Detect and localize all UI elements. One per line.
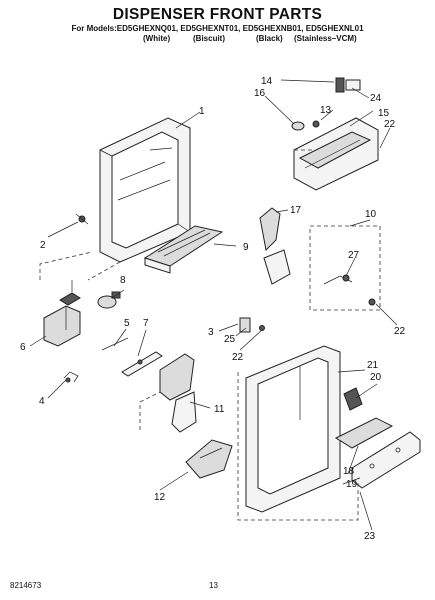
control-housing: [293, 117, 379, 191]
callout-1: 1: [199, 106, 205, 117]
callout-8: 8: [120, 275, 126, 286]
color-biscuit: (Biscuit): [193, 34, 225, 43]
clip-4: [63, 371, 79, 383]
callout-18: 18: [343, 466, 355, 477]
leader-lines: [29, 79, 398, 531]
dispenser-housing: [99, 117, 191, 263]
callout-11: 11: [214, 404, 225, 415]
callout-24: 24: [370, 93, 382, 104]
color-black: (Black): [256, 34, 283, 43]
callout-12: 12: [154, 492, 166, 503]
ice-chute: [185, 439, 233, 479]
upper-bracket: [291, 77, 361, 131]
callout-22a: 22: [384, 119, 396, 130]
callout-6: 6: [20, 342, 26, 353]
document-number: 8214673: [10, 581, 42, 590]
water-paddle: [259, 207, 291, 285]
page-title: DISPENSER FRONT PARTS: [112, 6, 323, 23]
color-stainless: (Stainless–VCM): [294, 34, 357, 43]
callout-15: 15: [378, 108, 390, 119]
callout-25: 25: [224, 334, 236, 345]
callout-27: 27: [348, 250, 360, 261]
micro-switch: [239, 317, 265, 333]
callout-4: 4: [39, 396, 45, 407]
assembly-lines: [39, 149, 359, 521]
callout-13: 13: [320, 105, 332, 116]
callout-17: 17: [290, 205, 302, 216]
callout-9: 9: [243, 242, 249, 253]
callout-10: 10: [365, 209, 377, 220]
callout-3: 3: [208, 327, 214, 338]
callout-labels: 1 2 3 4 5 6 7 8 9 10 11 12 13 14 15 16 1…: [20, 76, 406, 542]
dispenser-module: [43, 280, 81, 347]
model-list: For Models:ED5GHEXNQ01, ED5GHEXNT01, ED5…: [71, 24, 364, 33]
callout-23: 23: [364, 531, 376, 542]
callout-2: 2: [40, 240, 46, 251]
callout-5: 5: [124, 318, 130, 329]
front-panel: [245, 345, 341, 513]
callout-20: 20: [370, 372, 382, 383]
callout-22c: 22: [232, 352, 244, 363]
page-number: 13: [209, 581, 218, 590]
callout-14: 14: [261, 76, 273, 87]
control-board: [334, 387, 394, 449]
switch-8: [97, 291, 121, 309]
color-white: (White): [143, 34, 171, 43]
actuator-bar: [121, 351, 163, 377]
callout-21: 21: [367, 360, 379, 371]
callout-16: 16: [254, 88, 266, 99]
callout-19: 19: [346, 479, 358, 490]
drip-tray: [143, 225, 224, 274]
switch-group-box: [309, 225, 381, 311]
screw-2: [75, 213, 89, 225]
ice-paddle: [159, 353, 197, 433]
callout-22b: 22: [394, 326, 406, 337]
trim-bezel: [351, 431, 421, 489]
callout-7: 7: [143, 318, 149, 329]
